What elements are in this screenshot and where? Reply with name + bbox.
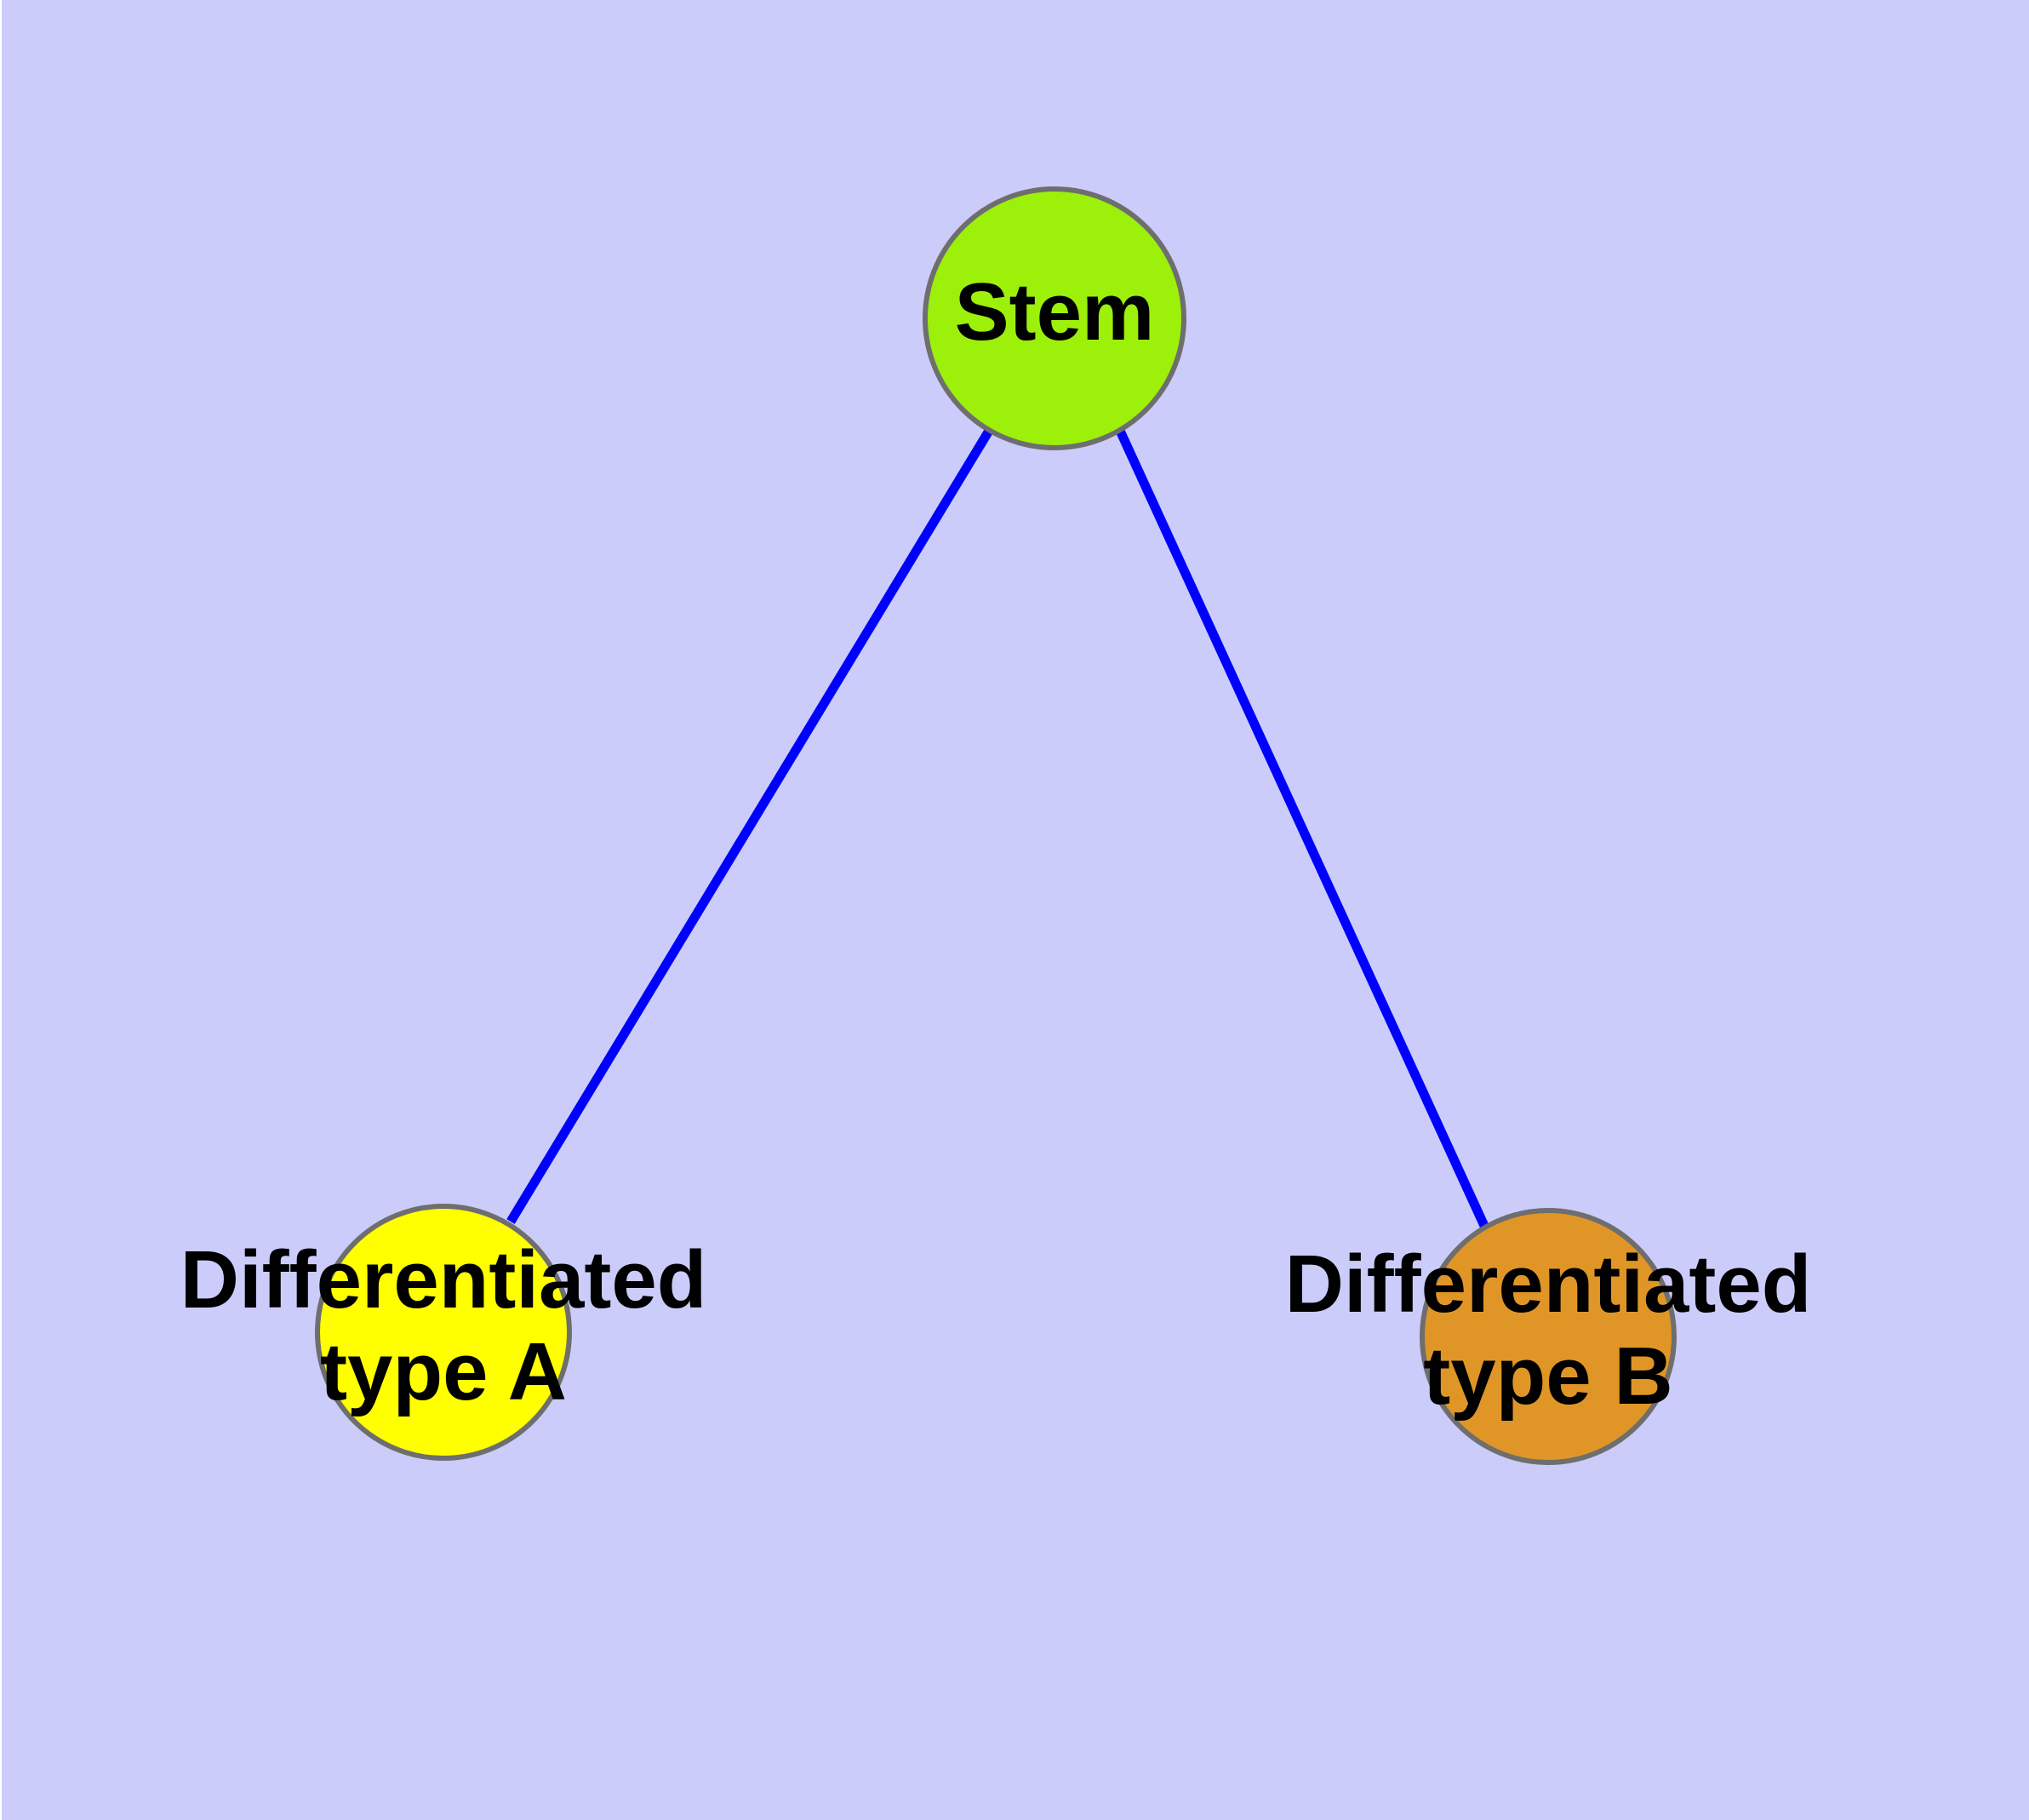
node-label-line: type B [1423, 1331, 1672, 1422]
node-label-line: Stem [955, 266, 1155, 358]
edges-layer [506, 428, 1489, 1228]
nodes-layer [315, 186, 1677, 1465]
node-label-line: Differentiated [180, 1235, 707, 1326]
graph-edge-stem-to-diff-a [506, 428, 993, 1224]
node-label-line: type A [320, 1326, 567, 1417]
graph-node-diff_a[interactable] [315, 1204, 572, 1461]
graph-node-stem[interactable] [923, 186, 1186, 450]
node-label-line: Differentiated [1285, 1239, 1812, 1331]
graph-node-diff_b[interactable] [1420, 1208, 1677, 1465]
node-label-stem: Stem [955, 266, 1155, 358]
graph-edge-stem-to-diff-b [1115, 428, 1489, 1228]
